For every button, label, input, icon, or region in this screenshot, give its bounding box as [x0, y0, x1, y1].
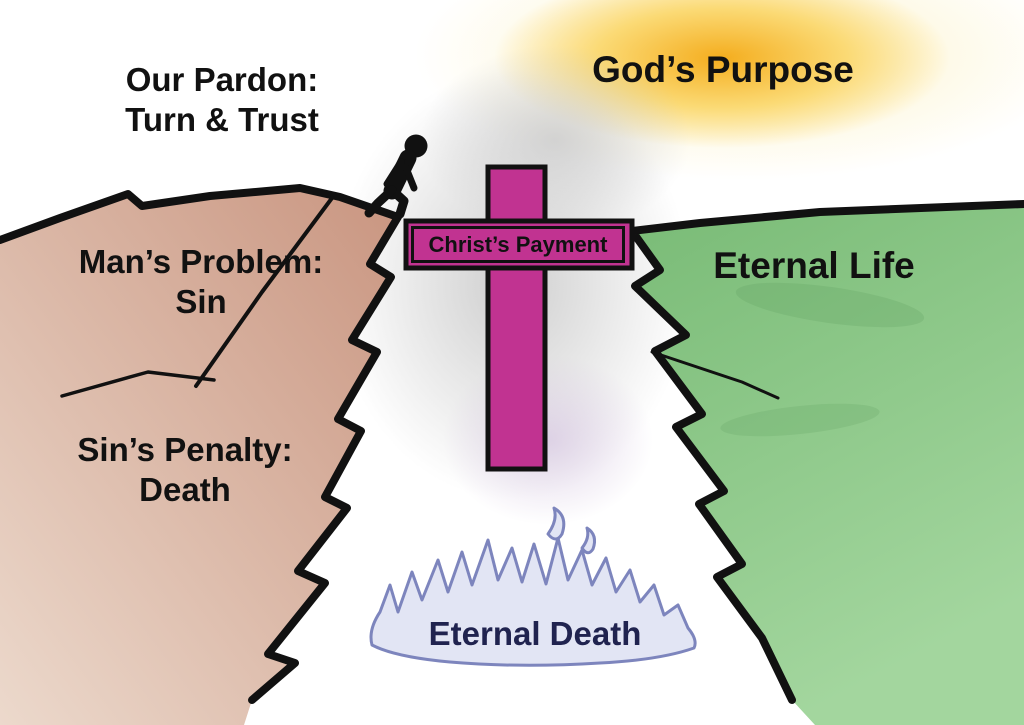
flame-spark-left: [546, 506, 566, 541]
eternal-death-label: Eternal Death: [428, 615, 642, 652]
our-pardon-line1: Our Pardon:: [125, 61, 319, 98]
walking-figure: [364, 134, 428, 219]
flames-shape: [369, 536, 697, 667]
christs-payment-label: Christ’s Payment: [428, 231, 608, 257]
sins-penalty-line1: Sin’s Penalty:: [77, 431, 293, 468]
left-cliff-crack-2: [60, 370, 216, 398]
smoke-cloud-purple: [443, 355, 653, 525]
gods-purpose-label: God’s Purpose: [592, 49, 854, 90]
our-pardon-label: Our Pardon: Turn & Trust: [125, 60, 319, 139]
eternal-life-label: Eternal Life: [713, 245, 915, 286]
right-cliff-crack-1: [650, 350, 780, 400]
our-pardon-line2: Turn & Trust: [125, 100, 319, 138]
cross-vertical-bar: [485, 164, 548, 472]
left-cliff: [0, 188, 398, 725]
right-cliff-shade-2: [720, 403, 880, 437]
sins-penalty-line2: Death: [139, 470, 231, 508]
mans-problem-line2: Sin: [175, 282, 227, 320]
mans-problem-line1: Man’s Problem:: [78, 243, 324, 280]
flame-spark-right: [580, 526, 596, 555]
right-cliff-shade-1: [735, 282, 925, 328]
right-cliff: [632, 204, 1024, 725]
christs-payment-box: Christ’s Payment: [411, 226, 625, 263]
mans-problem-label: Man’s Problem: Sin: [79, 242, 324, 321]
left-cliff-crack-1: [194, 196, 334, 388]
right-cliff-outline: [628, 200, 1024, 704]
sins-penalty-label: Sin’s Penalty: Death: [77, 430, 292, 509]
left-cliff-outline: [0, 184, 402, 704]
